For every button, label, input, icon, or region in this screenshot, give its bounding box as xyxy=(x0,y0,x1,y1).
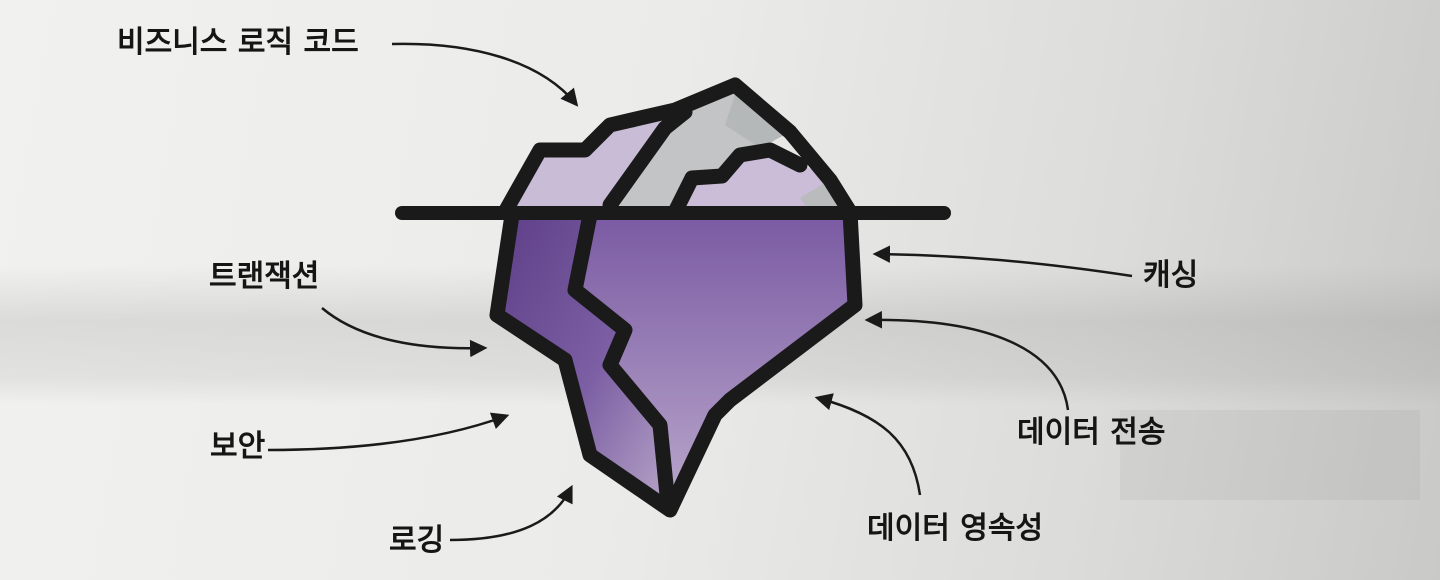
label-caching: 캐싱 xyxy=(1143,258,1199,293)
tip-left-face xyxy=(505,110,675,212)
arrow-security xyxy=(267,412,510,452)
arrow-transaction xyxy=(321,307,488,358)
label-data-persistence: 데이터 영속성 xyxy=(867,511,1044,546)
arrow-data-transfer xyxy=(864,311,1070,411)
iceberg-tip xyxy=(505,85,850,212)
label-transaction: 트랜잭션 xyxy=(209,259,320,294)
tip-gray-facet xyxy=(725,95,790,148)
label-data-transfer: 데이터 전송 xyxy=(1017,415,1166,450)
label-security: 보안 xyxy=(210,429,266,464)
bleed-through-block xyxy=(1120,410,1420,500)
arrow-caching xyxy=(872,245,1133,278)
arrow-business-logic xyxy=(391,42,579,107)
label-business-logic-code: 비즈니스 로직 코드 xyxy=(117,25,359,60)
arrows xyxy=(267,42,1133,542)
iceberg-base xyxy=(497,215,855,505)
arrow-data-persistence xyxy=(814,393,922,496)
base-left-face xyxy=(497,215,668,505)
arrow-logging xyxy=(449,484,573,542)
label-logging: 로깅 xyxy=(389,523,445,558)
base-right-face xyxy=(575,215,855,505)
